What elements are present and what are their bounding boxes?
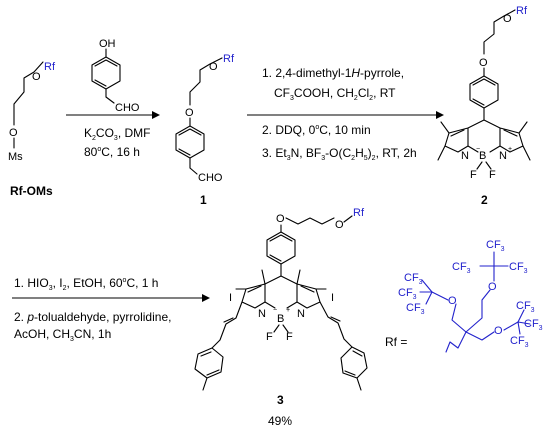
c2-rf: Rf <box>516 5 528 17</box>
c2-plus: + <box>508 146 512 153</box>
compound-phenol: OH CHO <box>91 38 140 114</box>
svg-text:O: O <box>494 325 503 337</box>
compound-rf-oms: O Rf O Ms Rf-OMs <box>8 61 56 198</box>
c3-rf: Rf <box>353 207 365 219</box>
rf-oms-label: Rf-OMs <box>10 184 53 198</box>
step3-conditions-line3: AcOH, CH3CN, 1h <box>14 327 111 343</box>
svg-text:CF3: CF3 <box>510 335 529 349</box>
rf-oms-chain <box>13 61 44 126</box>
c3-label: 3 <box>277 393 284 407</box>
arrow-step3-head <box>202 294 210 302</box>
c2-n-left: N <box>461 150 469 162</box>
c1-o-chain: O <box>209 61 218 73</box>
svg-text:CF3: CF3 <box>509 261 528 275</box>
c1-label: 1 <box>200 193 207 207</box>
c2-label: 2 <box>481 193 488 207</box>
c2-o-chain: O <box>503 13 512 25</box>
svg-text:CF3: CF3 <box>524 318 543 332</box>
c1-o-ether: O <box>185 107 194 119</box>
rf-oms-o-top: O <box>32 71 41 83</box>
rf-oms-o-bottom: O <box>9 127 18 139</box>
phenol-oh: OH <box>99 38 116 50</box>
c1-ring <box>175 125 205 159</box>
c3-f-left: F <box>266 331 273 343</box>
step1-conditions-line2: 80oC, 16 h <box>84 145 140 159</box>
svg-text:CF3: CF3 <box>406 302 425 316</box>
rf-def-label: Rf = <box>385 335 407 349</box>
c3-n-left: N <box>258 308 266 320</box>
c3-f-right: F <box>286 331 293 343</box>
c2-b: B <box>479 150 486 162</box>
step2-conditions-line1: 1. 2,4-dimethyl-1H-pyrrole, <box>262 66 404 80</box>
c3-i-left: I <box>229 292 232 304</box>
rf-definition: Rf = O O O CF3 CF3 CF3 CF3 CF3 CF3 CF3 C… <box>385 239 543 353</box>
c1-rf: Rf <box>223 53 235 65</box>
c2-f-right: F <box>489 169 496 181</box>
step1-conditions-line1: K2CO3, DMF <box>84 126 151 142</box>
step3-conditions-line1: 1. HIO3, I2, EtOH, 60oC, 1 h <box>14 276 158 292</box>
svg-text:CF3: CF3 <box>398 287 417 301</box>
compound-1: O Rf O CHO 1 <box>175 53 235 207</box>
c3-b: B <box>277 313 284 325</box>
step3-conditions-line2: 2. p-tolualdehyde, pyrrolidine, <box>14 310 171 324</box>
compound-3: O O Rf I I N B N − + F F <box>194 207 368 428</box>
c1-cho: CHO <box>198 172 223 184</box>
svg-text:O: O <box>488 281 497 293</box>
c2-f-left: F <box>470 169 477 181</box>
c3-o-chain: O <box>335 219 344 231</box>
step2-conditions-line2: CF3COOH, CH2Cl2, RT <box>274 86 396 102</box>
phenol-cho: CHO <box>115 102 140 114</box>
c3-plus: + <box>286 307 290 314</box>
c2-o-ether: O <box>479 57 488 69</box>
c3-minus: − <box>273 307 277 314</box>
svg-text:CF3: CF3 <box>516 300 535 314</box>
compound-2: O Rf O N B N − + F F 2 <box>437 5 531 207</box>
c3-o-ether: O <box>276 213 285 225</box>
c2-phenyl-ring <box>469 75 499 109</box>
c2-minus: − <box>476 146 480 153</box>
phenol-ring <box>91 56 121 90</box>
rf-oms-ms: Ms <box>8 151 23 163</box>
arrow-step1-head <box>152 111 160 119</box>
svg-text:O: O <box>448 295 457 307</box>
arrow-step2-head <box>436 111 444 119</box>
c3-n-right: N <box>297 308 305 320</box>
c2-n-right: N <box>499 150 507 162</box>
svg-text:CF3: CF3 <box>404 272 423 286</box>
svg-text:CF3: CF3 <box>486 239 505 253</box>
step2-conditions-line4: 3. Et3N, BF3-O(C2H5)2, RT, 2h <box>262 146 417 162</box>
step2-conditions-line3: 2. DDQ, 0oC, 10 min <box>262 123 371 137</box>
svg-text:CF3: CF3 <box>452 261 471 275</box>
c3-phenyl-ring <box>266 231 296 265</box>
c3-i-right: I <box>331 292 334 304</box>
c3-yield: 49% <box>268 414 292 428</box>
rf-oms-rf: Rf <box>44 61 56 73</box>
